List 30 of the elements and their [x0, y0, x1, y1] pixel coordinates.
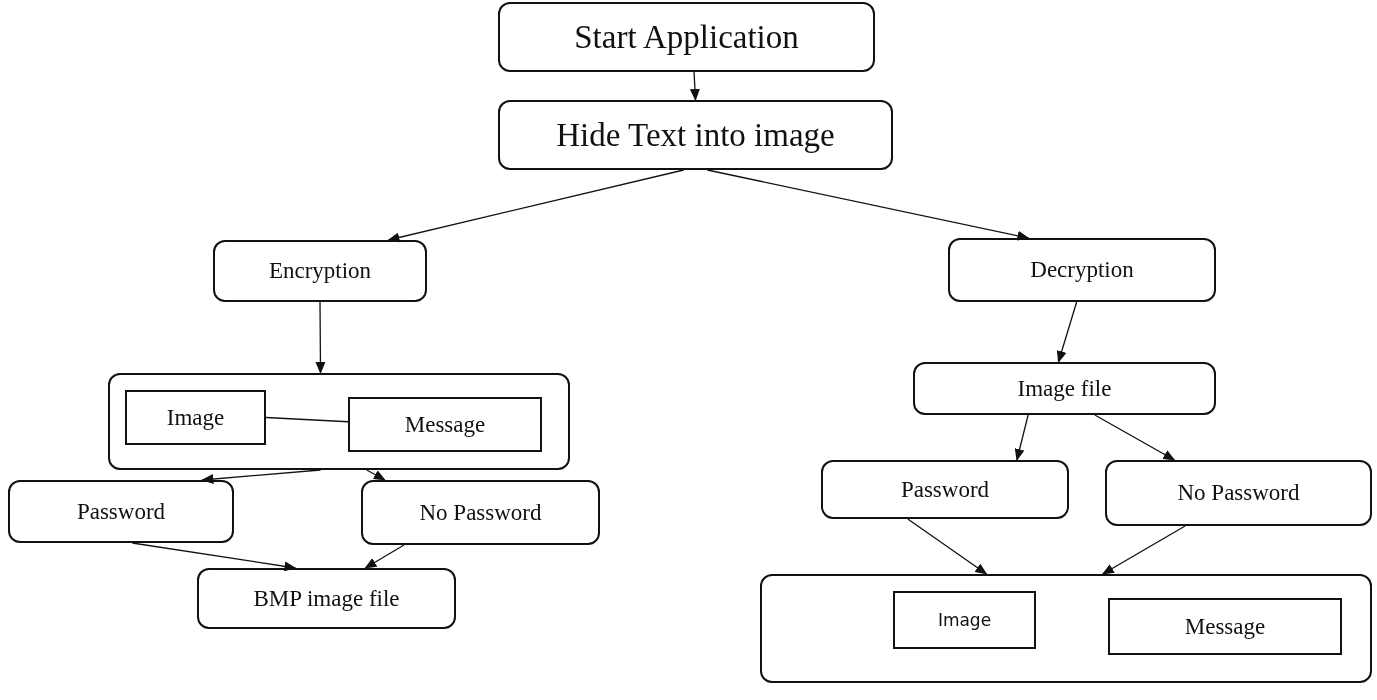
- arrow: [201, 469, 322, 485]
- arrow: [366, 469, 386, 481]
- arrow: [315, 301, 326, 374]
- process-box: Encryption: [213, 240, 427, 302]
- group-box: [108, 373, 570, 470]
- arrow: [1094, 414, 1176, 461]
- data-box: Message: [348, 397, 542, 452]
- arrow: [387, 169, 685, 243]
- process-box: No Password: [361, 480, 600, 545]
- process-box: BMP image file: [197, 568, 456, 629]
- arrow: [689, 71, 700, 101]
- process-box: Image file: [913, 362, 1216, 415]
- arrow: [1014, 414, 1029, 461]
- arrow: [907, 518, 988, 575]
- arrow: [364, 544, 405, 569]
- process-box: Hide Text into image: [498, 100, 893, 170]
- group-box: [760, 574, 1372, 683]
- process-box: Password: [8, 480, 234, 543]
- data-box: Image: [893, 591, 1036, 649]
- process-box: Password: [821, 460, 1069, 519]
- arrow: [1056, 301, 1078, 363]
- arrow: [706, 169, 1030, 241]
- arrow: [131, 542, 297, 572]
- process-box: No Password: [1105, 460, 1372, 526]
- data-box: Message: [1108, 598, 1342, 655]
- data-box: Image: [125, 390, 266, 445]
- connector-line: [265, 416, 349, 423]
- process-box: Start Application: [498, 2, 875, 72]
- process-box: Decryption: [948, 238, 1216, 302]
- arrow: [1101, 525, 1186, 575]
